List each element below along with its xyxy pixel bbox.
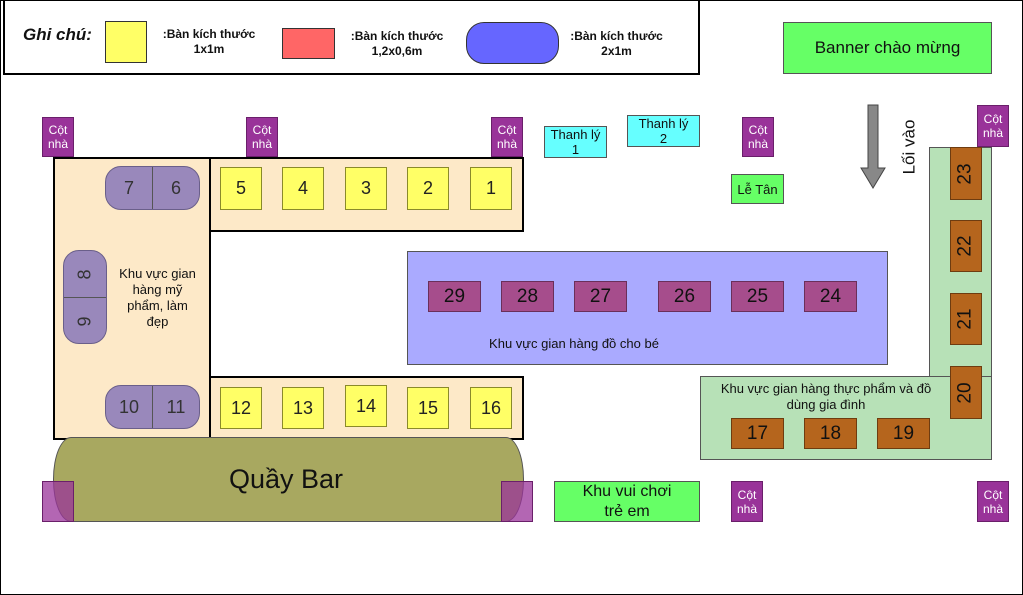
booth-17: 17 — [731, 418, 784, 449]
booth-22: 22 — [950, 220, 982, 272]
booth-14: 14 — [345, 385, 387, 427]
booth-16: 16 — [470, 387, 512, 429]
legend-swatch-1-2x0-6 — [282, 28, 335, 59]
pillar — [42, 481, 74, 522]
booth-15: 15 — [407, 387, 449, 429]
bar-counter — [53, 437, 524, 522]
welcome-banner: Banner chào mừng — [783, 22, 992, 74]
entrance-label: Lối vào — [899, 119, 919, 175]
cosmetics-zone-label: Khu vực gian hàng mỹ phẩm, làm đẹp — [119, 266, 196, 329]
booth-25: 25 — [731, 281, 784, 312]
booth-21: 21 — [950, 293, 982, 345]
booth-19: 19 — [877, 418, 930, 449]
legend-label-1-2x0-6: :Bàn kích thước 1,2x0,6m — [350, 29, 444, 58]
booth-24: 24 — [804, 281, 857, 312]
booth-5: 5 — [220, 167, 262, 210]
pillar — [501, 481, 533, 522]
food-zone-label: Khu vực gian hàng thực phẩm và đồ dùng g… — [720, 381, 932, 412]
legend-label-2x1: :Bàn kích thước 2x1m — [570, 29, 663, 58]
booth-28: 28 — [501, 281, 554, 312]
booth-29: 29 — [428, 281, 481, 312]
booth-18: 18 — [804, 418, 857, 449]
booth-7: 7 — [123, 177, 134, 198]
kids-playground: Khu vui chơi trẻ em — [554, 481, 700, 522]
legend-title: Ghi chú: — [23, 25, 92, 44]
booth-3: 3 — [345, 167, 387, 210]
entrance-arrow-icon — [860, 104, 886, 189]
booth-23: 23 — [950, 147, 982, 200]
baby-zone-label: Khu vực gian hàng đồ cho bé — [489, 336, 659, 351]
booth-8: 8 — [74, 268, 95, 280]
legend-label-1x1: :Bàn kích thước 1x1m — [162, 27, 256, 56]
booth-11: 11 — [166, 396, 186, 417]
booth-6: 6 — [170, 177, 181, 198]
reception-desk: Lễ Tân — [731, 174, 784, 204]
booth-1: 1 — [470, 167, 512, 210]
bar-label: Quầy Bar — [228, 463, 344, 494]
booth-13: 13 — [282, 387, 324, 429]
legend-swatch-2x1 — [466, 22, 559, 64]
booth-9: 9 — [74, 315, 95, 327]
booth-4: 4 — [282, 167, 324, 210]
booth-2: 2 — [407, 167, 449, 210]
legend-swatch-1x1 — [105, 21, 147, 63]
booth-27: 27 — [574, 281, 627, 312]
booth-10: 10 — [118, 396, 140, 417]
booth-20: 20 — [950, 366, 982, 419]
booth-26: 26 — [658, 281, 711, 312]
booth-12: 12 — [220, 387, 262, 429]
